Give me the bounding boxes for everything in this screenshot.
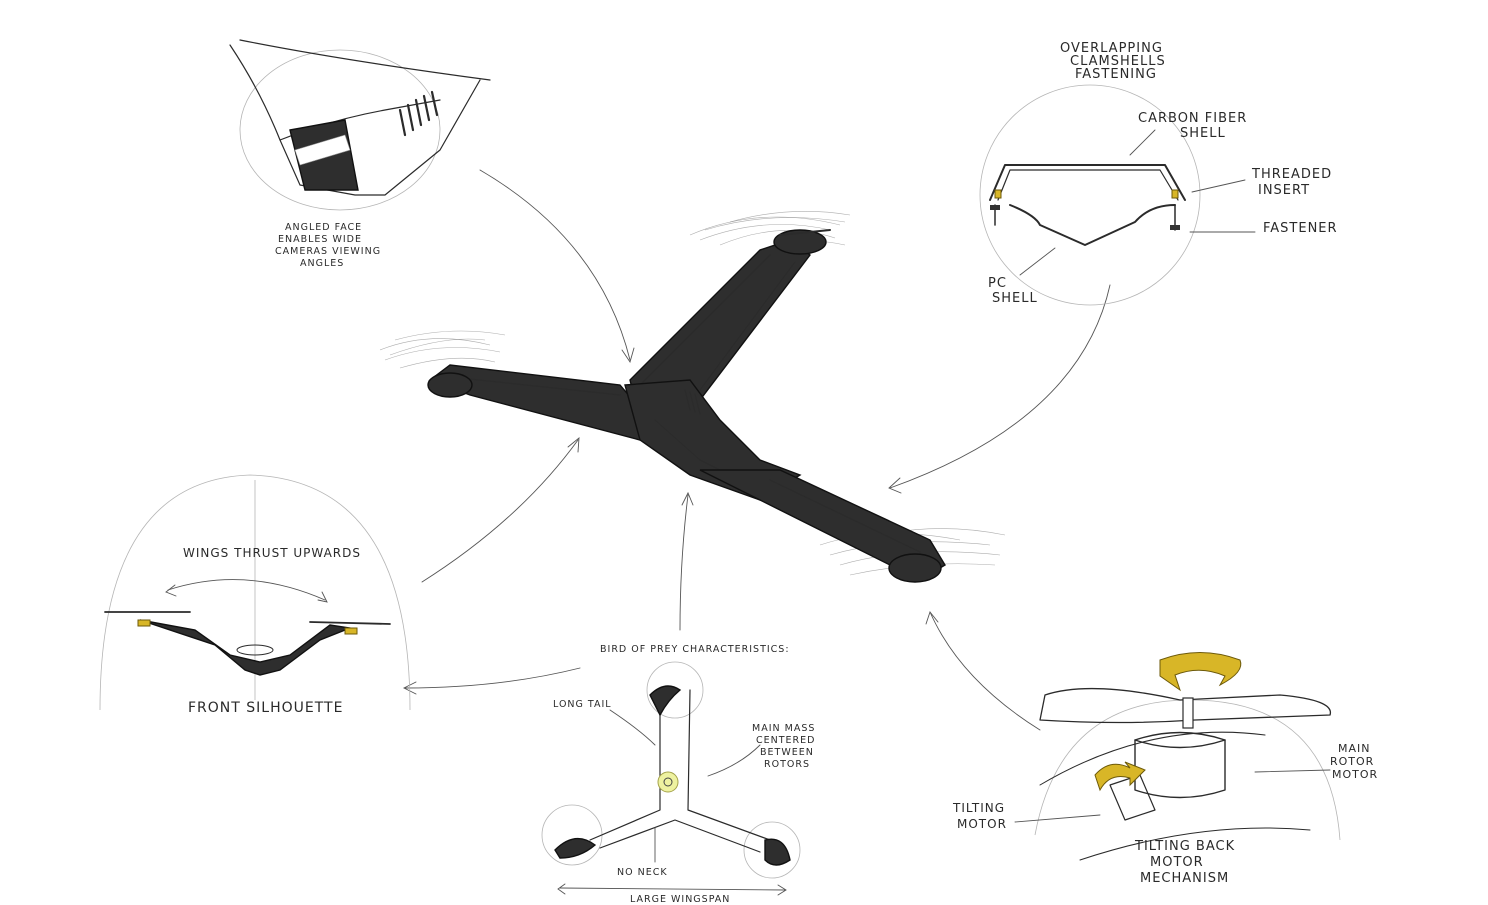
- shell-section-sketch: [979, 84, 1256, 306]
- front-silhouette-sketch: [99, 474, 411, 711]
- wings-thrust-label: WINGS THRUST UPWARDS: [183, 546, 361, 560]
- tilting-motor-sketch: [1014, 652, 1341, 861]
- rotor-blur-left: [379, 330, 506, 369]
- arm-bottom: [699, 469, 946, 581]
- carbon-shell-outline: [989, 164, 1186, 201]
- main-rotor-label-3: MOTOR: [1332, 768, 1378, 781]
- long-tail-label: LONG TAIL: [553, 699, 612, 710]
- tilting-motor-label-1: TILTING: [952, 801, 1005, 815]
- tilting-motor-label-2: MOTOR: [957, 817, 1007, 831]
- pc-shell-label-1: PC: [988, 276, 1007, 291]
- angled-face-label-2: ENABLES WIDE: [278, 234, 362, 245]
- camera-face-sketch: [229, 39, 491, 211]
- hub-bottom: [888, 553, 942, 583]
- arrow-shell-to-drone: [889, 284, 1111, 489]
- carbon-label-2: SHELL: [1180, 126, 1226, 141]
- threaded-label-2: INSERT: [1258, 183, 1310, 198]
- main-mass-label-2: CENTERED: [756, 735, 815, 746]
- main-rotor-label-2: ROTOR: [1330, 755, 1374, 768]
- tilting-back-label-1: TILTING BACK: [1134, 839, 1235, 854]
- main-mass-label-4: ROTORS: [764, 759, 810, 770]
- arrow-bird-to-silhouette: [404, 667, 581, 689]
- arrow-silhouette-to-drone: [421, 439, 579, 583]
- propeller-blade: [1039, 687, 1332, 724]
- fastener-label: FASTENER: [1263, 221, 1338, 236]
- main-mass-label-3: BETWEEN: [760, 747, 814, 758]
- rotation-arrow: [1159, 652, 1242, 692]
- tilting-back-label-3: MECHANISM: [1140, 871, 1229, 886]
- arrow-motor-to-drone: [929, 611, 1041, 731]
- main-mass-label-1: MAIN MASS: [752, 723, 815, 734]
- no-neck-label: NO NECK: [617, 867, 668, 878]
- arrow-camera-to-drone: [479, 169, 631, 361]
- large-wingspan-label: LARGE WINGSPAN: [630, 894, 730, 905]
- overlapping-label-2: CLAMSHELLS: [1070, 54, 1166, 69]
- angled-face-label-1: ANGLED FACE: [285, 222, 362, 233]
- bird-of-prey-sketch: [541, 661, 801, 896]
- arrow-bird-to-drone: [679, 494, 689, 631]
- hub-left: [427, 372, 473, 398]
- main-rotor-motor: [1134, 731, 1226, 799]
- main-drone: [379, 211, 1006, 583]
- main-rotor-label-1: MAIN: [1338, 742, 1371, 755]
- tilting-back-label-2: MOTOR: [1150, 855, 1204, 870]
- angled-face-label-3: CAMERAS VIEWING: [275, 246, 381, 257]
- bird-of-prey-label: BIRD OF PREY CHARACTERISTICS:: [600, 644, 790, 655]
- hub-top: [773, 229, 827, 255]
- carbon-label-1: CARBON FIBER: [1138, 111, 1247, 126]
- connector-arrows: [402, 169, 1111, 731]
- threaded-label-1: THREADED: [1251, 167, 1332, 182]
- angled-face-label-4: ANGLES: [300, 258, 344, 269]
- thrust-arc: [167, 579, 326, 601]
- overlapping-label-3: FASTENING: [1075, 67, 1157, 82]
- pc-shell-label-2: SHELL: [992, 291, 1038, 306]
- overlapping-label-1: OVERLAPPING: [1060, 41, 1163, 56]
- front-silhouette-label: FRONT SILHOUETTE: [188, 700, 343, 716]
- pc-shell-outline: [1009, 204, 1176, 246]
